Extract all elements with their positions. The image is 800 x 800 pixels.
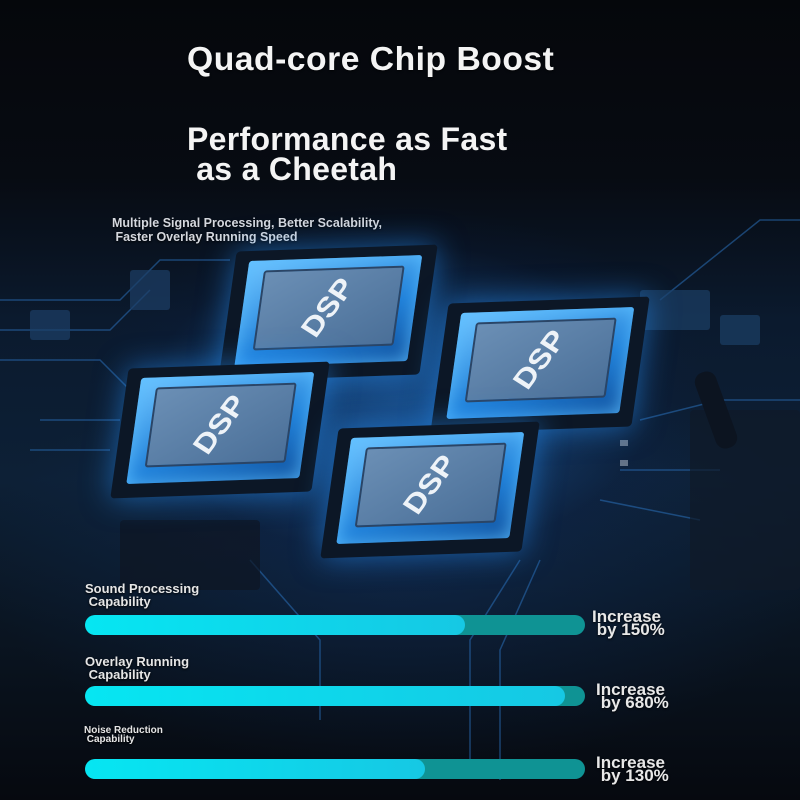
metric-label-overlay-running: Overlay Running Capability [85, 654, 190, 682]
chip-label: DSP [397, 449, 464, 520]
dsp-chip: DSP [320, 421, 540, 559]
page-subtitle: Performance as Fast as a Cheetah [187, 121, 508, 187]
increase-text-noise-reduction: Increase by 130% [596, 753, 669, 785]
progress-fill [85, 686, 565, 706]
metric-label-noise-reduction: Noise Reduction Capability [84, 725, 163, 745]
metric-label-sound-processing: Sound Processing Capability [85, 581, 200, 609]
feature-description: Multiple Signal Processing, Better Scala… [112, 216, 382, 244]
dsp-chip: DSP [110, 361, 330, 499]
chip-label: DSP [295, 272, 362, 343]
progress-bar-overlay-running [85, 686, 585, 706]
progress-fill [85, 759, 425, 779]
dsp-chip: DSP [430, 296, 650, 434]
increase-text-sound-processing: Increase by 150% [592, 607, 665, 639]
chip-label: DSP [507, 324, 574, 395]
progress-bar-sound-processing [85, 615, 585, 635]
progress-bar-noise-reduction [85, 759, 585, 779]
increase-text-overlay-running: Increase by 680% [596, 680, 669, 712]
chip-label: DSP [187, 389, 254, 460]
page-title: Quad-core Chip Boost [187, 40, 555, 77]
progress-fill [85, 615, 465, 635]
